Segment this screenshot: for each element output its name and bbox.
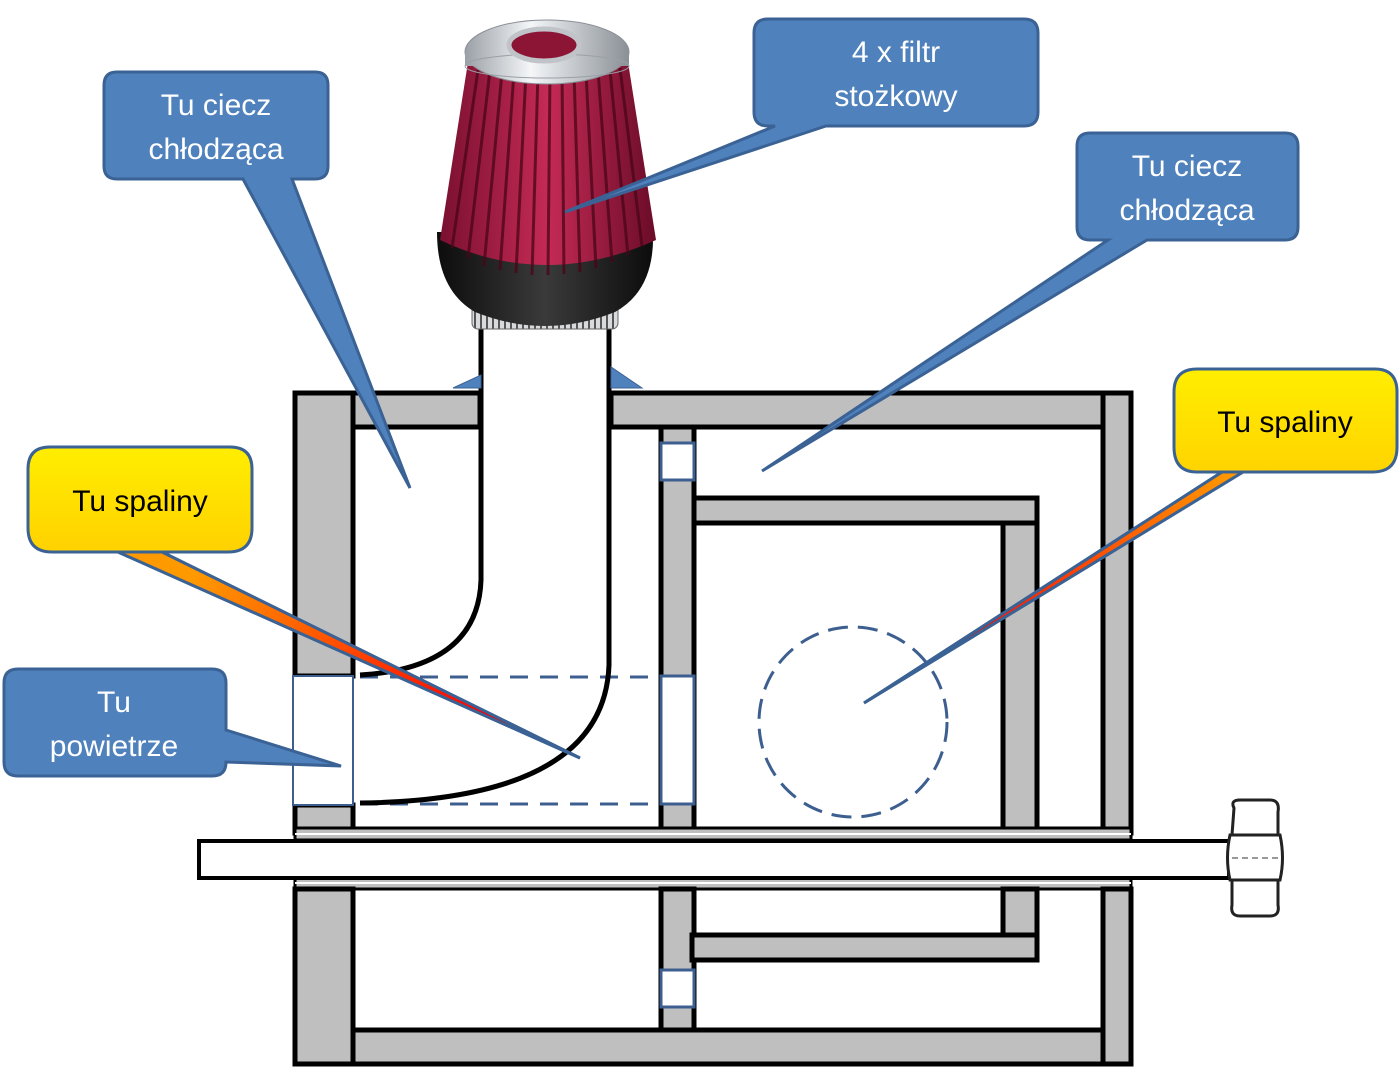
shaft [197,839,1231,880]
callout-air-line1: Tu [97,686,131,719]
callout-coolant-left: Tu ciecz chłodząca [102,70,412,489]
bottom-plate [350,1027,1106,1067]
seal-air-passage [659,674,696,806]
air-passage [292,675,661,806]
outer-left-wall-lower [292,886,356,1067]
cone-filter-image [437,19,656,330]
callout-exhaust-left: Tu spaliny [26,445,581,760]
hex-nut-icon [1226,798,1284,918]
seal-upper [659,441,696,482]
intake-pipe-outer-wall [359,325,612,806]
callout-cone-filter-line1: 4 x filtr [852,36,940,69]
callout-coolant-left-line2: chłodząca [148,133,283,166]
pipe-fin-right [610,366,644,389]
outer-right-wall-lower [1100,886,1134,1067]
callout-coolant-left-line1: Tu ciecz [161,89,272,122]
seal-lower [659,968,696,1009]
pipe-fin-left [452,374,482,389]
inner-bar-upper [691,495,1040,526]
exhaust-port-circle [757,625,949,819]
inner-column-upper [1000,520,1040,836]
mid-column-lower [658,886,697,1033]
callout-cone-filter: 4 x filtr stożkowy [564,17,1040,214]
outer-right-wall [1100,390,1134,836]
air-inlet-opening [292,675,354,806]
filter-top-hole [506,26,582,64]
callout-air: Tu powietrze [2,667,342,778]
inner-bar-lower [689,932,1040,963]
callout-air-line2: powietrze [50,730,178,763]
inner-column-lower [1000,886,1040,938]
callout-coolant-right: Tu ciecz chłodząca [761,131,1300,473]
callout-exhaust-right: Tu spaliny [863,367,1399,705]
intake-pipe-inner-wall [359,325,484,678]
housing [292,390,1134,1067]
callout-coolant-right-line1: Tu ciecz [1132,150,1243,183]
callout-exhaust-left-text: Tu spaliny [72,485,208,518]
callout-coolant-right-line2: chłodząca [1119,194,1254,227]
callout-cone-filter-line2: stożkowy [834,80,957,113]
callout-exhaust-right-text: Tu spaliny [1217,406,1353,439]
